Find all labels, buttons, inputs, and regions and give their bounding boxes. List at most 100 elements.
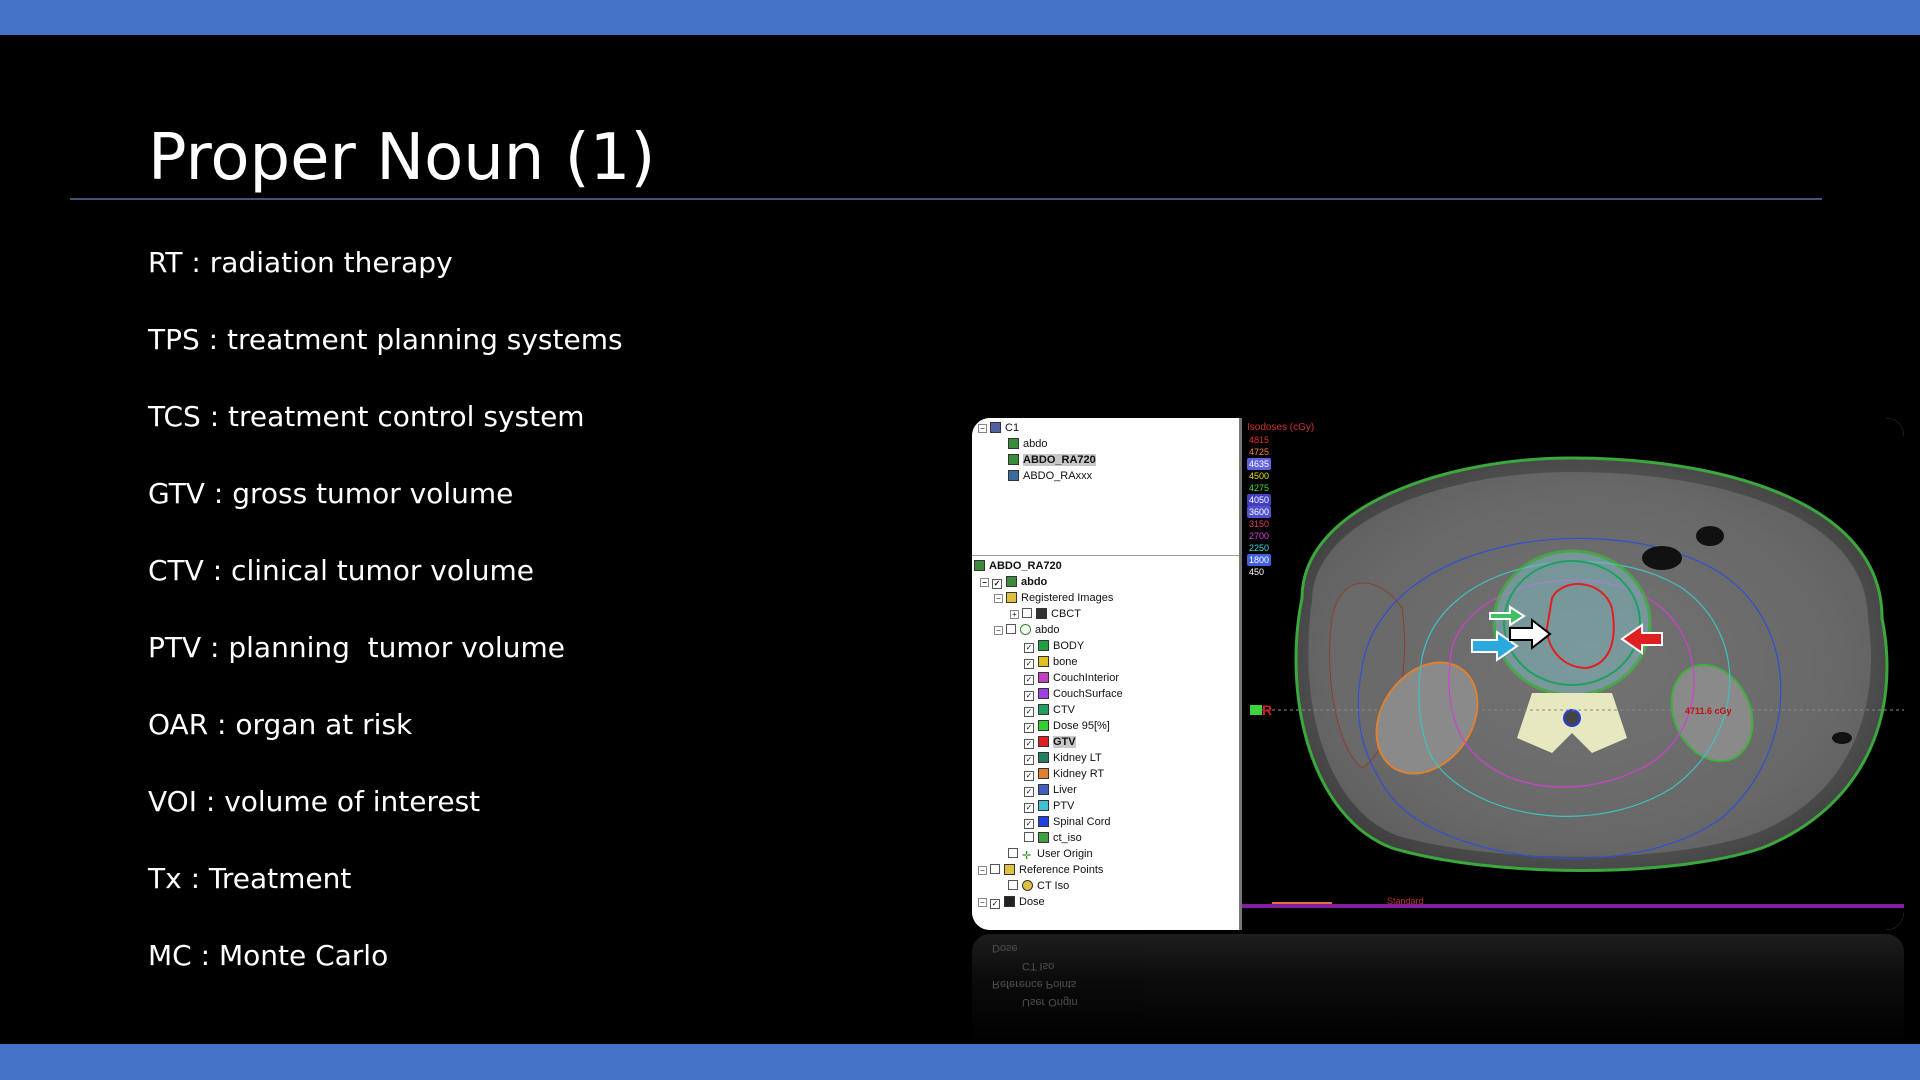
structure-item[interactable]: ✓ CouchInterior	[1024, 670, 1119, 686]
isodose-level: 4050	[1247, 494, 1272, 506]
structure-item[interactable]: ✓Kidney RT	[1024, 766, 1104, 782]
expand-icon[interactable]: +	[1010, 610, 1019, 619]
checkbox[interactable]: ✓	[1024, 691, 1034, 701]
terms-list: RT : radiation therapy TPS : treatment p…	[148, 238, 623, 1008]
structure-item[interactable]: ✓CTV	[1024, 702, 1075, 718]
structure-label: ct_iso	[1053, 832, 1082, 844]
scrollbar-track[interactable]	[1242, 904, 1904, 908]
checkbox[interactable]	[1008, 880, 1018, 890]
checkbox[interactable]: ✓	[1024, 755, 1034, 765]
checkbox[interactable]	[1008, 848, 1018, 858]
term-item: PTV : planning tumor volume	[148, 631, 565, 664]
collapse-icon[interactable]: −	[978, 866, 987, 875]
ct-iso-node[interactable]: CT Iso	[1008, 878, 1069, 894]
isodose-level: 4635	[1247, 458, 1272, 470]
ctv-contour	[1503, 560, 1641, 686]
isodose-level: 2700	[1249, 531, 1270, 541]
structure-label: Liver	[1053, 784, 1077, 796]
isodose-level: 450	[1249, 567, 1265, 577]
plan-tree-item[interactable]: ABDO_RAxxx	[1008, 468, 1092, 484]
plan-icon	[1008, 438, 1019, 449]
cbct-node[interactable]: +CBCT	[1010, 606, 1081, 622]
isodose-line	[1357, 537, 1782, 860]
structure-color-icon	[1038, 752, 1049, 763]
plan-tree-item[interactable]: abdo	[1008, 436, 1047, 452]
checkbox[interactable]: ✓	[1024, 739, 1034, 749]
checkbox[interactable]: ✓	[1024, 643, 1034, 653]
structure-item[interactable]: ✓ CouchSurface	[1024, 686, 1123, 702]
ct-image-view[interactable]	[1242, 418, 1904, 930]
collapse-icon[interactable]: −	[978, 898, 987, 907]
structure-item[interactable]: ✓bone	[1024, 654, 1077, 670]
structure-label: CouchSurface	[1053, 688, 1123, 700]
plan-tree-item-selected[interactable]: ABDO_RA720	[1008, 452, 1096, 468]
checkbox[interactable]: ✓	[1024, 723, 1034, 733]
isodose-legend-title: Isodoses (cGy)	[1247, 422, 1315, 433]
structure-color-icon	[1038, 704, 1049, 715]
structure-color-icon	[1038, 656, 1049, 667]
kidney-lt-contour	[1670, 663, 1754, 763]
scrollbar-thumb[interactable]	[1272, 902, 1332, 905]
structure-color-icon	[1038, 736, 1049, 747]
structure-item[interactable]: ✓Kidney LT	[1024, 750, 1102, 766]
structure-item[interactable]: ✓Dose 95[%]	[1024, 718, 1110, 734]
checkbox[interactable]	[1024, 832, 1034, 842]
checkbox[interactable]	[990, 864, 1000, 874]
crosshair-icon: ✛	[1022, 850, 1032, 862]
bowel-gas	[1696, 526, 1724, 546]
bowel-gas	[1832, 732, 1852, 744]
reflection-text: User Origin	[1022, 996, 1078, 1008]
structure-set-node[interactable]: −abdo	[994, 622, 1059, 638]
user-origin-node[interactable]: ✛User Origin	[1008, 846, 1093, 862]
term-item: GTV : gross tumor volume	[148, 477, 514, 510]
collapse-icon[interactable]: −	[980, 578, 989, 587]
structure-color-icon	[1038, 672, 1049, 683]
checkbox[interactable]: ✓	[1024, 803, 1034, 813]
bowel-gas	[1642, 546, 1682, 570]
checkbox[interactable]: ✓	[990, 899, 1000, 909]
checkbox[interactable]	[1006, 624, 1016, 634]
checkbox[interactable]: ✓	[1024, 707, 1034, 717]
collapse-icon[interactable]: −	[978, 424, 987, 433]
checkbox[interactable]: ✓	[992, 579, 1002, 589]
structure-item[interactable]: ✓BODY	[1024, 638, 1084, 654]
structure-color-icon	[1038, 816, 1049, 827]
plan-icon	[1008, 470, 1019, 481]
image-icon	[1006, 576, 1017, 587]
folder-icon	[1004, 864, 1015, 875]
kidney-rt-contour	[1375, 661, 1479, 775]
patient-node[interactable]: −✓abdo	[980, 574, 1047, 590]
structure-set-icon	[1020, 624, 1031, 635]
plan-tree-panel: −C1 abdo ABDO_RA720 ABDO_RAxxx	[972, 418, 1239, 556]
structure-item[interactable]: ✓GTV	[1024, 734, 1076, 750]
checkbox[interactable]: ✓	[1024, 819, 1034, 829]
checkbox[interactable]: ✓	[1024, 787, 1034, 797]
structure-item[interactable]: ✓ Liver	[1024, 782, 1077, 798]
collapse-icon[interactable]: −	[994, 626, 1003, 635]
checkbox[interactable]	[1022, 608, 1032, 618]
structure-item[interactable]: ✓PTV	[1024, 798, 1074, 814]
case-icon	[990, 422, 1001, 433]
structure-item[interactable]: ct_iso	[1024, 830, 1082, 846]
checkbox[interactable]: ✓	[1024, 771, 1034, 781]
plan-tree-root[interactable]: −C1	[978, 420, 1019, 436]
checkbox[interactable]: ✓	[1024, 675, 1034, 685]
dose-node[interactable]: −✓Dose	[978, 894, 1045, 910]
isodose-level: 1800	[1247, 554, 1272, 566]
structure-label: CouchInterior	[1053, 672, 1120, 684]
panel-divider[interactable]	[1239, 418, 1242, 930]
slider-marker-icon[interactable]	[1250, 705, 1262, 715]
spinal-cord-contour	[1563, 709, 1581, 727]
structure-item[interactable]: ✓Spinal Cord	[1024, 814, 1110, 830]
isodose-level: 4275	[1249, 483, 1270, 493]
term-item: TCS : treatment control system	[148, 400, 585, 433]
checkbox[interactable]: ✓	[1024, 659, 1034, 669]
folder-icon	[1006, 592, 1017, 603]
dose-icon	[1004, 896, 1015, 907]
collapse-icon[interactable]: −	[994, 594, 1003, 603]
reference-points-node[interactable]: −Reference Points	[978, 862, 1103, 878]
gtv-contour	[1545, 583, 1615, 670]
registered-images-node[interactable]: −Registered Images	[994, 590, 1113, 606]
layout-label: Standard	[1387, 896, 1424, 906]
slide-title: Proper Noun (1)	[148, 121, 656, 195]
